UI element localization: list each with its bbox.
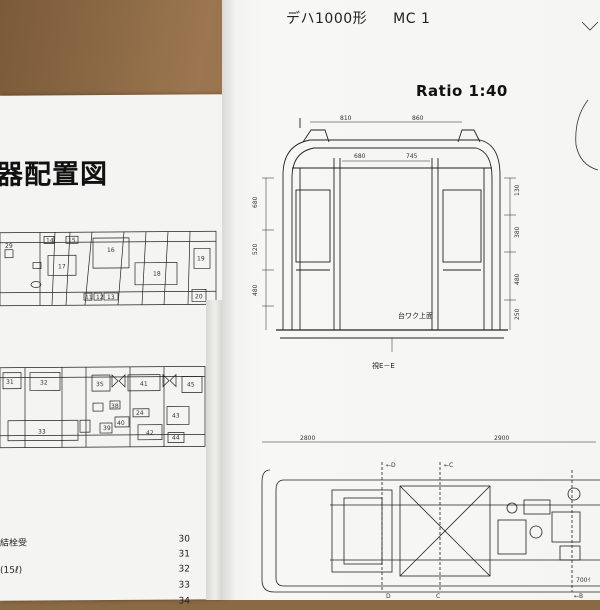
dim-side-right-2: 380 bbox=[514, 226, 521, 238]
label-38: 38 bbox=[111, 403, 119, 410]
plan-dim-left: 2800 bbox=[300, 435, 315, 442]
label-15: 15 bbox=[68, 237, 76, 244]
partial-adjacent-drawing bbox=[575, 21, 599, 171]
label-45: 45 bbox=[187, 381, 195, 388]
label-18: 18 bbox=[153, 271, 161, 278]
dim-side-right-3: 480 bbox=[514, 273, 521, 285]
cross-section-labels: 810 860 680 745 680 520 480 130 380 480 … bbox=[252, 115, 521, 370]
marker-d-top: ←D bbox=[386, 462, 396, 469]
plan-dim-right: 2900 bbox=[494, 435, 509, 442]
car-type: デハ1000形 bbox=[286, 11, 368, 27]
plan-view-drawing bbox=[261, 441, 600, 593]
label-29: 29 bbox=[5, 243, 13, 250]
bottom-car-labels: 31 32 35 41 45 33 38 39 40 42 43 44 24 bbox=[6, 379, 195, 442]
page-stack-edge bbox=[206, 300, 224, 600]
car-model: MC 1 bbox=[393, 11, 431, 27]
label-33: 33 bbox=[38, 428, 46, 435]
dim-door-right: 745 bbox=[406, 153, 418, 160]
dim-side-right-1: 130 bbox=[514, 184, 521, 196]
label-20: 20 bbox=[195, 293, 203, 300]
dim-width-right: 860 bbox=[412, 115, 424, 122]
label-12: 12 bbox=[96, 294, 104, 301]
label-35: 35 bbox=[96, 381, 104, 388]
scale-ratio: Ratio 1:40 bbox=[416, 82, 508, 100]
marker-b: ←B bbox=[574, 593, 583, 600]
marker-d-bottom: D bbox=[386, 593, 391, 600]
left-page: 器配置図 29 14 15 16 17 bbox=[0, 94, 222, 607]
top-car-layout bbox=[0, 230, 217, 307]
label-31: 31 bbox=[6, 379, 14, 386]
label-16: 16 bbox=[107, 247, 115, 254]
dim-side-left-2: 520 bbox=[252, 243, 259, 255]
dim-door-left: 680 bbox=[354, 153, 366, 160]
marker-c-top: ←C bbox=[444, 462, 453, 469]
label-11: 11 bbox=[85, 294, 93, 301]
floor-label: 台ワク上面 bbox=[398, 311, 433, 320]
bottom-car-layout bbox=[0, 365, 206, 449]
drawing-title: デハ1000形 MC 1 bbox=[286, 8, 430, 28]
dim-side-right-4: 250 bbox=[514, 308, 521, 320]
equipment-layout-diagrams: 29 14 15 16 17 18 19 20 11 12 13 bbox=[0, 230, 217, 449]
plan-view-labels: 2800 2900 ←D ←C D C ←B 700ｲ bbox=[300, 435, 590, 600]
marker-c-bottom: C bbox=[436, 593, 440, 600]
label-17: 17 bbox=[58, 263, 66, 270]
label-40: 40 bbox=[117, 420, 125, 427]
label-42: 42 bbox=[146, 430, 154, 437]
top-car-labels: 29 14 15 16 17 18 19 20 11 12 13 bbox=[5, 237, 205, 301]
label-19: 19 bbox=[197, 255, 205, 262]
label-24: 24 bbox=[136, 410, 144, 417]
cross-section-drawing bbox=[262, 118, 516, 352]
label-14: 14 bbox=[46, 237, 54, 244]
label-41: 41 bbox=[140, 381, 148, 388]
dim-side-left-3: 480 bbox=[252, 284, 259, 296]
plan-note: 700ｲ bbox=[576, 577, 590, 584]
dim-side-left-1: 680 bbox=[252, 196, 259, 208]
label-13: 13 bbox=[107, 294, 115, 301]
label-39: 39 bbox=[103, 425, 111, 432]
dim-width-left: 810 bbox=[340, 115, 352, 122]
label-32: 32 bbox=[40, 379, 48, 386]
label-43: 43 bbox=[172, 413, 180, 420]
section-label: 視E－E bbox=[372, 361, 395, 370]
label-44: 44 bbox=[172, 435, 180, 442]
